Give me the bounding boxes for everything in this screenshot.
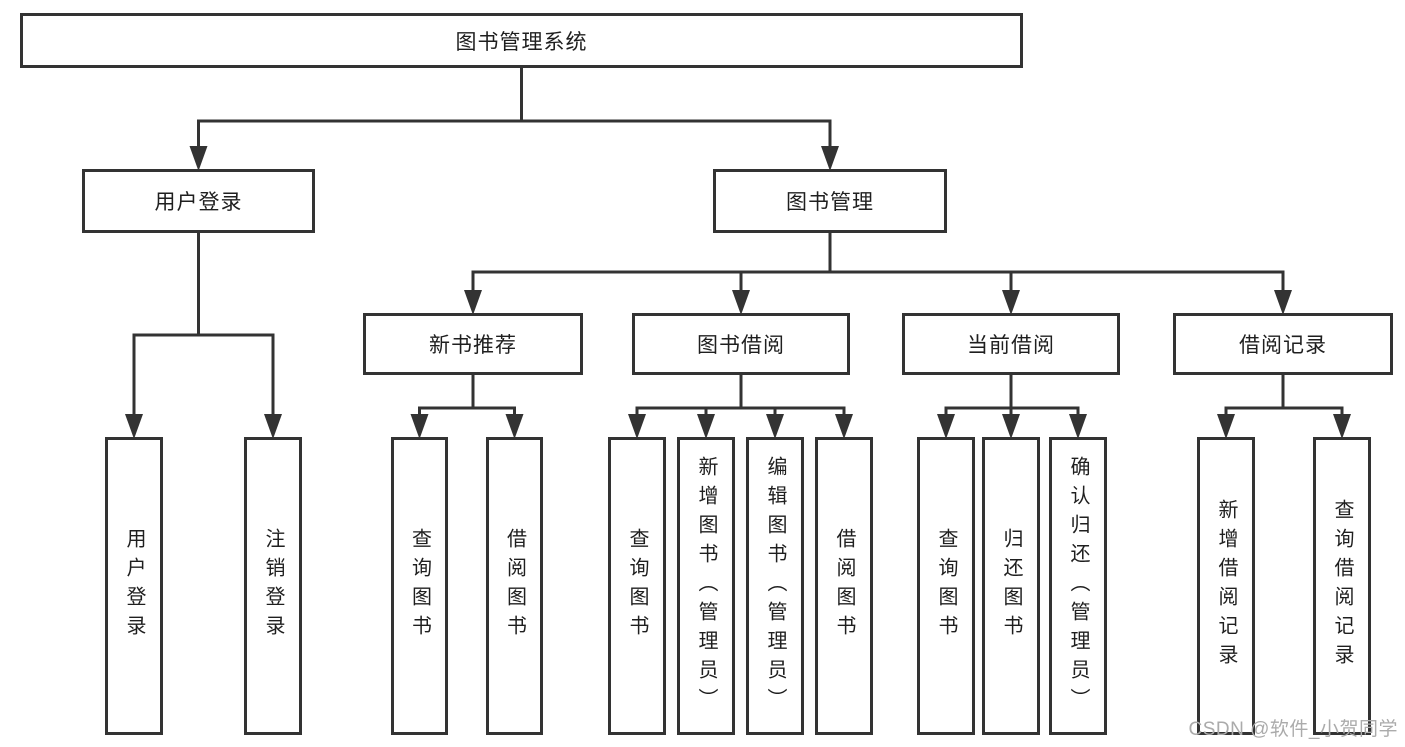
arrowhead-icon <box>505 414 524 439</box>
arrowhead-icon <box>697 414 715 439</box>
node-v-query-book-3: 查询图书 <box>917 437 975 735</box>
arrowhead-icon <box>410 414 429 439</box>
arrowhead-icon <box>1069 414 1087 439</box>
fan-new-book-rec <box>418 372 516 421</box>
arrowhead-icon <box>835 414 853 439</box>
node-root: 图书管理系统 <box>20 13 1023 68</box>
node-v-borrow-book-1: 借阅图书 <box>486 437 543 735</box>
arrowhead-icon <box>937 414 955 439</box>
arrowhead-icon <box>628 414 646 439</box>
arrowhead-icon <box>1217 414 1235 439</box>
node-v-return-book: 归还图书 <box>982 437 1040 735</box>
node-v-query-record: 查询借阅记录 <box>1313 437 1371 735</box>
node-v-add-record: 新增借阅记录 <box>1197 437 1255 735</box>
arrowhead-icon <box>766 414 784 439</box>
fan-current-borrow <box>944 372 1080 421</box>
node-v-logout: 注销登录 <box>244 437 302 735</box>
node-user-login: 用户登录 <box>82 169 315 233</box>
arrowhead-icon <box>189 146 208 171</box>
arrowhead-icon <box>732 290 750 315</box>
arrowhead-icon <box>821 146 839 171</box>
node-borrow-record: 借阅记录 <box>1173 313 1393 375</box>
fan-book-mgmt <box>471 230 1285 297</box>
node-v-confirm-return: 确认归还（管理员） <box>1049 437 1107 735</box>
fan-book-borrow <box>635 372 846 421</box>
arrowhead-icon <box>1333 414 1351 439</box>
node-new-book-rec: 新书推荐 <box>363 313 583 375</box>
fan-user-login <box>132 230 275 421</box>
arrowhead-icon <box>1274 290 1292 315</box>
fan-root <box>197 65 832 153</box>
node-book-mgmt: 图书管理 <box>713 169 947 233</box>
fan-borrow-record <box>1224 372 1344 421</box>
node-v-borrow-book-2: 借阅图书 <box>815 437 873 735</box>
arrowhead-icon <box>125 414 143 439</box>
node-v-query-book-1: 查询图书 <box>391 437 448 735</box>
node-v-query-book-2: 查询图书 <box>608 437 666 735</box>
node-book-borrow: 图书借阅 <box>632 313 850 375</box>
node-v-edit-book: 编辑图书（管理员） <box>746 437 804 735</box>
arrowhead-icon <box>1002 290 1020 315</box>
watermark: CSDN @软件_小贺同学 <box>1188 719 1398 740</box>
arrowhead-icon <box>464 290 482 315</box>
arrowhead-icon <box>264 414 282 439</box>
node-current-borrow: 当前借阅 <box>902 313 1120 375</box>
arrowhead-icon <box>1002 414 1020 439</box>
node-v-add-book: 新增图书（管理员） <box>677 437 735 735</box>
node-v-user-login: 用户登录 <box>105 437 163 735</box>
